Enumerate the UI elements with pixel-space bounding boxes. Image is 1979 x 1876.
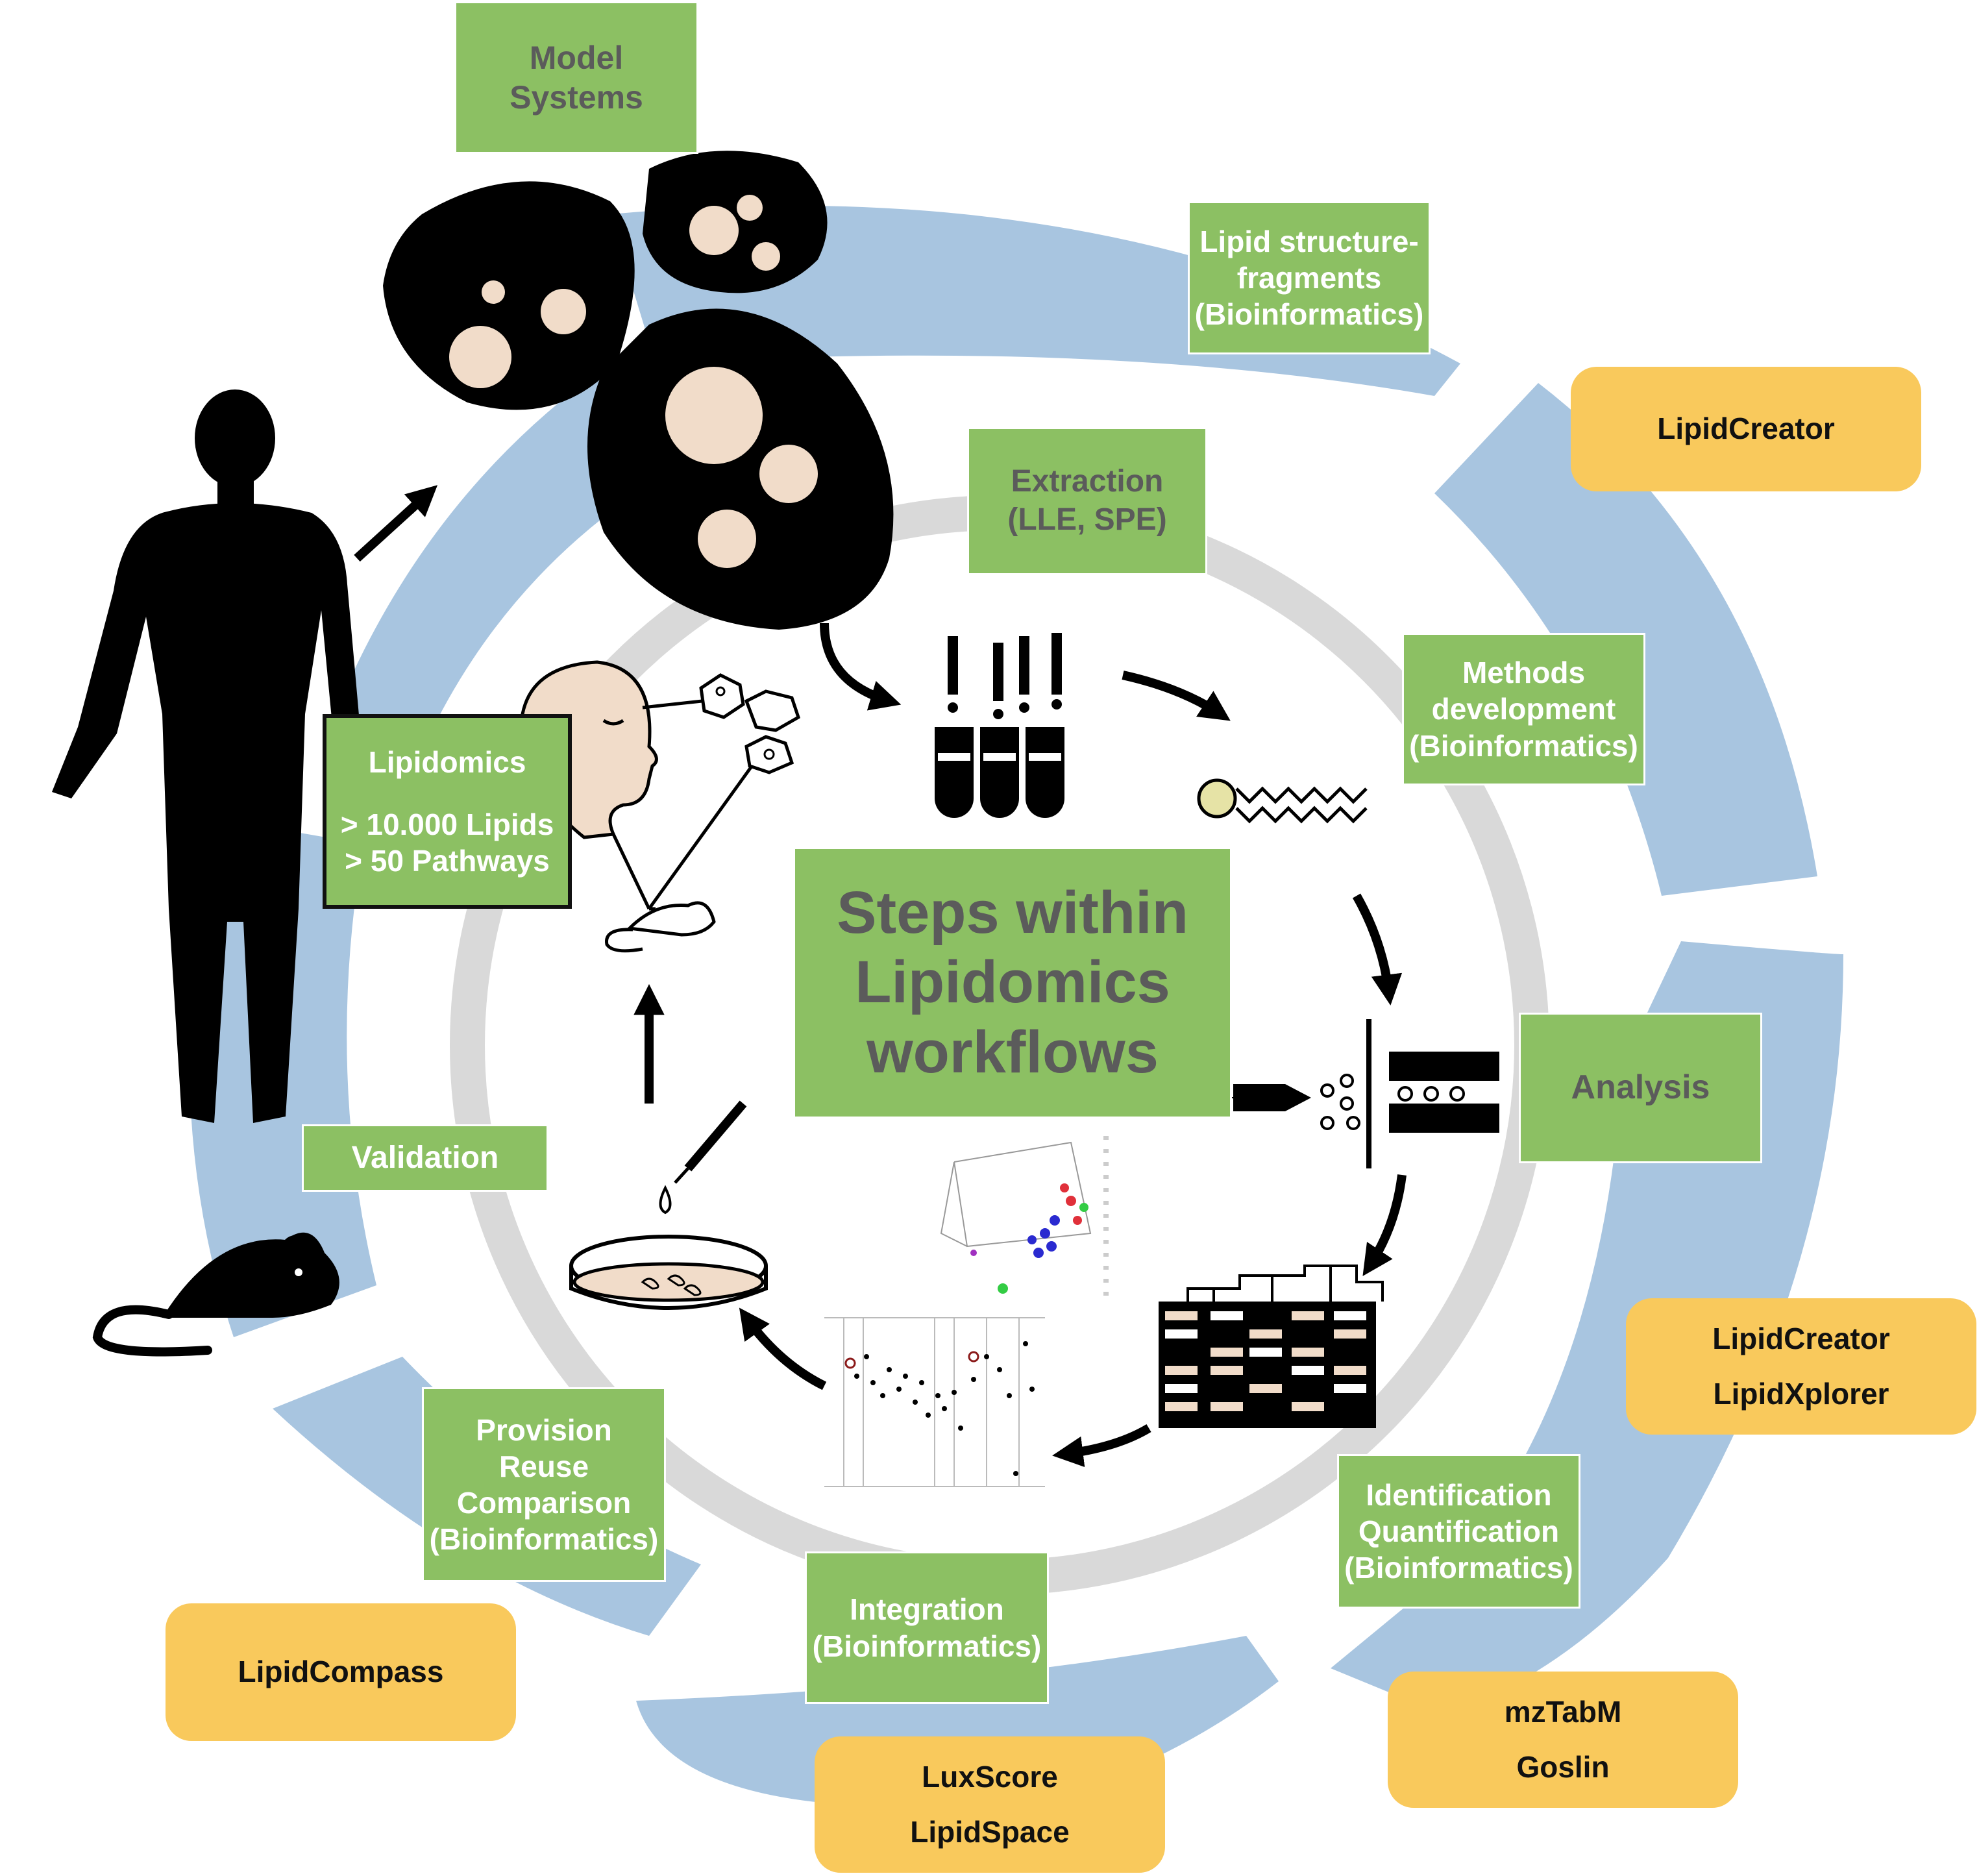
tool-lipidcreator-top: LipidCreator: [1571, 367, 1921, 491]
step-extraction-line: Extraction: [1011, 464, 1164, 499]
center-title-line: workflows: [867, 1018, 1159, 1085]
tool-luxscore-lipidspace: LuxScore LipidSpace: [815, 1736, 1165, 1873]
tool-name: LipidCreator: [1712, 1321, 1890, 1355]
arrow-integration-to-provision: [739, 1307, 827, 1390]
step-model-systems: Model Systems: [454, 1, 698, 154]
petri-dish-icon: [569, 1235, 768, 1310]
center-title-line: Steps within: [837, 879, 1188, 946]
mouse-silhouette-icon: [92, 1232, 339, 1357]
arrow-methods-to-analysis: [1352, 893, 1403, 1006]
mass-spectrometer-icon: [1233, 1019, 1499, 1168]
step-provision-reuse-comparison: Provision Reuse Comparison (Bioinformati…: [422, 1387, 666, 1582]
step-integration: Integration (Bioinformatics): [805, 1551, 1049, 1704]
pipette-tubes-icon: [935, 633, 1064, 818]
step-lipidomics-line: Lipidomics: [368, 745, 526, 779]
center-title: Steps within Lipidomics workflows: [793, 847, 1232, 1118]
arrow-models-to-extraction: [820, 623, 902, 711]
heatmap-icon: [1159, 1265, 1384, 1428]
step-methods-development-line: (Bioinformatics): [1409, 728, 1638, 763]
step-lipid-structure-line: (Bioinformatics): [1194, 297, 1424, 332]
tool-name: LipidSpace: [910, 1815, 1070, 1849]
step-validation-line: Validation: [351, 1140, 499, 1175]
step-lipidomics: Lipidomics > 10.000 Lipids > 50 Pathways: [323, 714, 572, 909]
arrow-human-to-models: [354, 485, 438, 562]
tool-name: mzTabM: [1504, 1694, 1622, 1729]
outer-ring-segment: [325, 364, 656, 766]
tool-mztabm-goslin: mzTabM Goslin: [1388, 1672, 1738, 1808]
step-lipid-structure-line: fragments: [1236, 260, 1382, 295]
yeast-cells-icon: [383, 151, 894, 630]
step-provision-line: Provision: [476, 1413, 612, 1447]
arrow-analysis-to-identification: [1362, 1174, 1407, 1276]
step-methods-development-line: development: [1431, 692, 1616, 726]
step-extraction-line: (LLE, SPE): [1007, 502, 1167, 537]
tool-lipidcreator-lipidxplorer: LipidCreator LipidXplorer: [1626, 1298, 1976, 1435]
scatter-legend: [1103, 1136, 1109, 1296]
dropper-icon: [659, 1100, 747, 1215]
step-lipid-structure-line: Lipid structure-: [1199, 224, 1419, 258]
step-analysis-line: Analysis: [1571, 1068, 1710, 1107]
step-methods-development-line: Methods: [1462, 656, 1586, 690]
step-lipidomics-line: > 50 Pathways: [345, 844, 550, 878]
step-identification-line: Identification: [1366, 1477, 1552, 1512]
step-extraction: Extraction (LLE, SPE): [967, 427, 1207, 575]
lipid-molecule-icon: [1197, 778, 1368, 824]
tool-name: LipidCreator: [1657, 412, 1835, 446]
step-analysis: Analysis: [1519, 1013, 1762, 1163]
step-identification-quantification: Identification Quantification (Bioinform…: [1337, 1454, 1580, 1609]
step-model-systems-line: Model: [529, 39, 624, 76]
center-title-line: Lipidomics: [855, 949, 1170, 1016]
step-provision-line: (Bioinformatics): [429, 1522, 659, 1557]
step-validation: Validation: [302, 1124, 548, 1192]
step-provision-line: Comparison: [456, 1486, 632, 1520]
step-model-systems-line: Systems: [510, 79, 643, 116]
tool-name: LipidXplorer: [1713, 1377, 1889, 1411]
step-integration-line: Integration: [850, 1592, 1004, 1627]
tool-name: Goslin: [1516, 1750, 1610, 1784]
scatter-plot-icon: [805, 1123, 1110, 1506]
step-identification-line: Quantification: [1358, 1514, 1560, 1548]
human-silhouette-icon: [52, 389, 380, 1123]
step-methods-development: Methods development (Bioinformatics): [1402, 633, 1645, 785]
step-identification-line: (Bioinformatics): [1344, 1551, 1573, 1585]
tool-name: LipidCompass: [238, 1655, 444, 1689]
arrow-extraction-to-methods: [1122, 671, 1231, 721]
step-lipidomics-line: > 10.000 Lipids: [340, 807, 554, 841]
step-provision-line: Reuse: [498, 1449, 589, 1483]
tool-name: LuxScore: [922, 1759, 1058, 1794]
tool-lipidcompass: LipidCompass: [166, 1603, 516, 1741]
step-lipid-structure: Lipid structure- fragments (Bioinformati…: [1188, 201, 1431, 354]
arrow-identification-to-integration: [1052, 1424, 1151, 1468]
step-integration-line: (Bioinformatics): [812, 1629, 1042, 1663]
